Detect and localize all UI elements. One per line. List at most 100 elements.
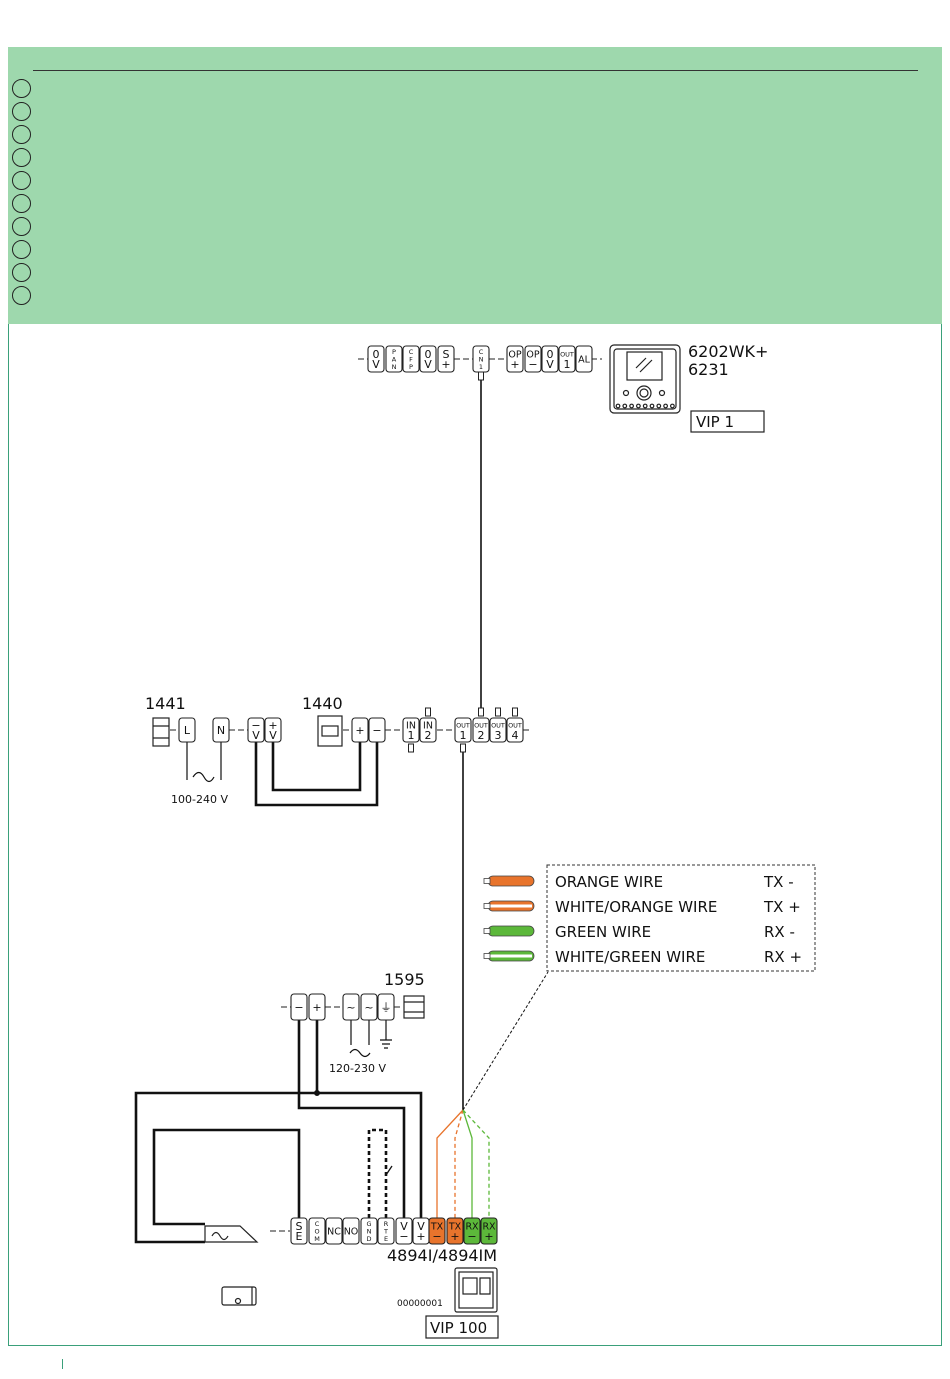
terminal-label: + [355,724,364,737]
terminal-monitor-1 [385,345,403,373]
psu1-model: 1441 [145,694,186,713]
terminal-label: 1 [460,729,467,742]
terminal-label: RX [482,1221,496,1232]
terminal-switch-3 [472,717,490,743]
terminal-label: V [546,358,554,371]
bullet-circle [12,194,31,213]
mains-wave-1441 [192,771,215,783]
terminal-entrance-11 [480,1217,498,1245]
terminal-label: − [528,358,537,371]
vip1-box [690,410,765,433]
bullet-circle [12,286,31,305]
terminal-entrance-0 [290,1217,308,1245]
terminal-label: D [366,1235,371,1243]
terminal-label: − [432,1230,441,1243]
terminal-label: + [484,1230,493,1243]
terminal-label: ~ [364,1001,373,1014]
terminal-label: OUT [474,721,488,729]
terminal-entrance-9 [446,1217,464,1245]
terminal-monitor-6 [506,345,524,373]
terminal-label: ~ [346,1001,355,1014]
terminal-label: S [296,1220,303,1233]
terminal-switch-5 [506,717,524,743]
terminal-label: OUT [560,350,574,358]
bullet-circle [12,263,31,282]
legend-wire-name: ORANGE WIRE [555,873,663,891]
fan-tx-minus [436,1109,464,1218]
lock-actuator-icon [204,1225,259,1243]
terminal-label: E [296,1230,303,1243]
connector-stubs [408,371,518,753]
terminal-label: M [314,1235,320,1243]
terminal-monitor-4 [437,345,455,373]
fan-tx-plus [454,1109,464,1218]
psu2-model: 1440 [302,694,343,713]
terminal-label: O [314,1227,319,1235]
terminal-label: 4 [512,729,519,742]
terminal-label: C [479,348,484,356]
terminal-entrance-8 [428,1217,446,1245]
mains1-label: 100-240 V [171,793,228,806]
terminal-entrance-6 [395,1217,413,1245]
terminal-label: F [409,355,413,363]
terminal-label: 3 [495,729,502,742]
terminal-label: C [315,1220,320,1228]
terminal-label: + [441,358,450,371]
terminal-label: P [392,348,396,356]
device-glyphs [152,344,681,1313]
terminal-label: NC [327,1226,341,1237]
page-tick [62,1359,63,1369]
terminal-switch-1 [419,717,437,743]
terminal-label: V [417,1220,425,1233]
legend-wire-name: WHITE/GREEN WIRE [555,948,705,966]
terminal-label: N [217,724,225,737]
fan-rx-plus [462,1109,490,1218]
legend-wire-signal: RX + [764,948,802,966]
terminal-label: TX [430,1221,444,1232]
terminal-label: 0 [373,348,380,361]
terminal-label: OUT [508,721,522,729]
terminal-label: G [366,1220,371,1228]
psu-1441-icon [152,717,170,747]
terminal-label: OUT [456,721,470,729]
terminal-label: P [409,363,413,371]
wire-psu-v-plus [271,742,362,792]
terminal-psu1595-0 [290,993,308,1021]
terminal-label: S [443,348,450,361]
wire-lock-inner [152,1128,301,1226]
terminal-label: AL [578,354,590,365]
terminal-label: T [383,1227,388,1235]
legend-wire-name: GREEN WIRE [555,923,651,941]
terminal-psu1441-1 [212,717,230,743]
terminal-monitor-3 [419,345,437,373]
terminal-label: − [372,724,381,737]
band-rule [33,70,918,71]
terminal-monitor-7 [524,345,542,373]
terminal-block-psu1440: +− [343,717,404,743]
terminal-psu1440-0 [351,717,369,743]
terminal-entrance-4 [360,1217,378,1245]
legend-pointer [462,971,549,1111]
terminal-label: IN [406,720,416,731]
terminal-block-psu1595: −+~~⏚ [281,993,402,1021]
terminal-label: C [409,348,414,356]
terminal-label: − [251,719,260,732]
terminal-label: + [510,358,519,371]
bullet-circle [12,125,31,144]
terminal-label: RX [465,1221,479,1232]
wire-lock-outer [134,1091,317,1244]
legend-wire-signal: TX - [763,873,794,891]
terminal-label: R [384,1220,389,1228]
exit-switch-contact [385,1165,393,1176]
terminal-label: − [399,1230,408,1243]
legend-row: WHITE/GREEN WIRE RX + [483,948,802,966]
legend-box [546,864,816,972]
wires [134,380,549,1244]
bullet-circle [12,102,31,121]
terminal-label: IN [423,720,433,731]
